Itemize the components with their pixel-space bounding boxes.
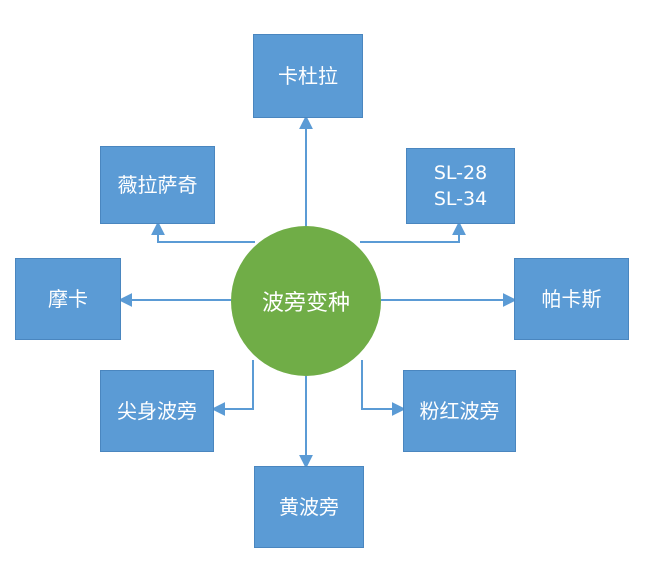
node-upper-left-label: 薇拉萨奇 [117, 173, 198, 197]
node-right-label: 帕卡斯 [541, 287, 602, 311]
node-upper-right-line1: SL-28 [433, 162, 488, 184]
node-lower-left: 尖身波旁 [100, 370, 214, 452]
node-lower-left-label: 尖身波旁 [117, 399, 197, 423]
connector-upper-left [151, 221, 255, 243]
center-node-label: 波旁变种 [261, 291, 350, 316]
node-bottom-label: 黄波旁 [279, 495, 339, 519]
node-right: 帕卡斯 [514, 258, 629, 340]
node-upper-left: 薇拉萨奇 [100, 146, 215, 224]
node-left: 摩卡 [15, 258, 121, 340]
node-upper-right-line2: SL-34 [433, 188, 488, 210]
connector-upper-right [360, 221, 466, 243]
connector-lower-right [361, 360, 406, 416]
node-lower-right: 粉红波旁 [403, 370, 516, 452]
connector-lower-left [211, 360, 254, 416]
node-bottom: 黄波旁 [254, 466, 364, 548]
center-node: 波旁变种 [231, 226, 381, 376]
node-top: 卡杜拉 [253, 34, 363, 118]
node-lower-right-label: 粉红波旁 [419, 399, 500, 423]
node-upper-right: SL-28 SL-34 [406, 148, 515, 224]
node-top-label: 卡杜拉 [278, 64, 338, 88]
node-left-label: 摩卡 [48, 287, 88, 311]
